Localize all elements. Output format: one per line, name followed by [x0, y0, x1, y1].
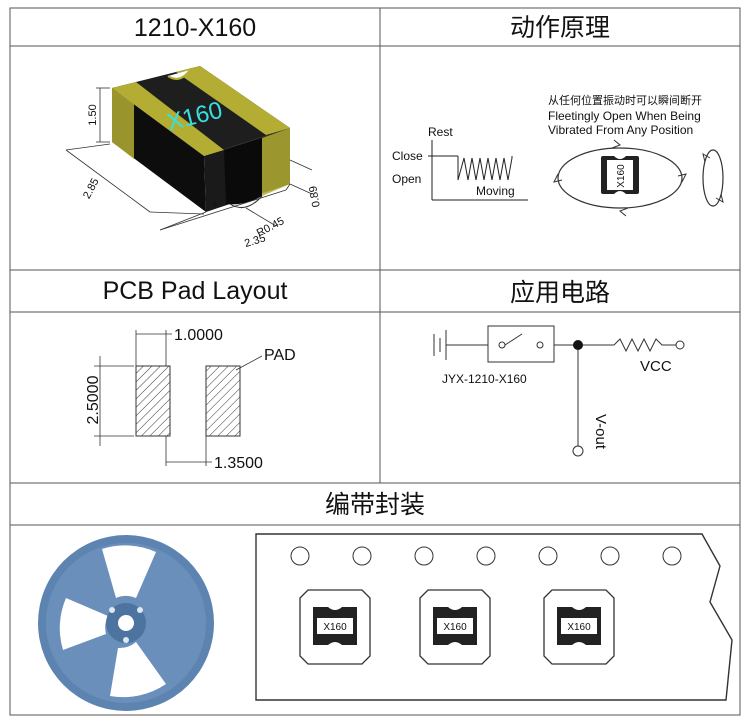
pocket-label-1: X160 — [323, 622, 347, 633]
pcb-pad-label: PAD — [264, 347, 296, 364]
header-principle: 动作原理 — [510, 14, 610, 42]
pcb-dimensions — [94, 330, 263, 466]
terminal-left — [112, 82, 224, 156]
circuit-junction — [573, 340, 583, 350]
carrier-tape — [255, 533, 733, 701]
header-packaging: 编带封装 — [325, 491, 425, 519]
part-3d-view: X160 — [112, 66, 290, 212]
circuit-part-label: JYX-1210-X160 — [442, 372, 527, 386]
label-close: Close — [392, 149, 423, 163]
header-pcb: PCB Pad Layout — [103, 277, 288, 305]
dim-height: 1.50 — [87, 104, 99, 125]
grid — [9, 7, 741, 716]
header-part: 1210-X160 — [134, 14, 256, 42]
circuit-diagram — [433, 325, 685, 457]
tape-pocket-3 — [543, 589, 615, 665]
circuit-vcc: VCC — [640, 358, 672, 375]
dim-depth: 2.85 — [81, 176, 102, 201]
pcb-dim-gap: 1.0000 — [174, 327, 223, 344]
part-back-notch — [167, 69, 191, 80]
tape-pocket-1 — [299, 589, 371, 665]
plus-mark: + — [212, 199, 218, 211]
part-left-face — [112, 88, 206, 212]
pcb-dim-height: 2.5000 — [85, 375, 102, 424]
dim-width: 2.35 — [243, 232, 267, 250]
terminal-right — [176, 66, 290, 135]
note-chinese: 从任何位置振动时可以瞬间断开 — [548, 93, 702, 107]
pcb-dim-pitch: 1.3500 — [214, 455, 263, 472]
part-front-notch — [224, 138, 262, 205]
dim-notch: 0.89 — [307, 185, 323, 208]
note-english-1: Fleetingly Open When Being — [548, 109, 701, 123]
pocket-label-2: X160 — [443, 622, 467, 633]
label-rest: Rest — [428, 125, 453, 139]
label-open: Open — [392, 172, 421, 186]
part-dimensions — [65, 87, 313, 231]
pcb-pads — [135, 365, 241, 437]
tape-pocket-2 — [419, 589, 491, 665]
vibration-diagram — [553, 139, 724, 217]
part-top-face — [112, 66, 290, 156]
header-circuit: 应用电路 — [510, 279, 610, 307]
dim-radius: R0.45 — [255, 215, 287, 239]
pocket-label-3: X160 — [567, 622, 591, 633]
note-english-2: Vibrated From Any Position — [548, 123, 693, 137]
label-moving: Moving — [476, 184, 515, 198]
principle-waveform — [428, 140, 528, 201]
vibration-chip-label: X160 — [616, 164, 627, 188]
circuit-vout: V-out — [592, 414, 609, 450]
reel — [38, 535, 214, 711]
